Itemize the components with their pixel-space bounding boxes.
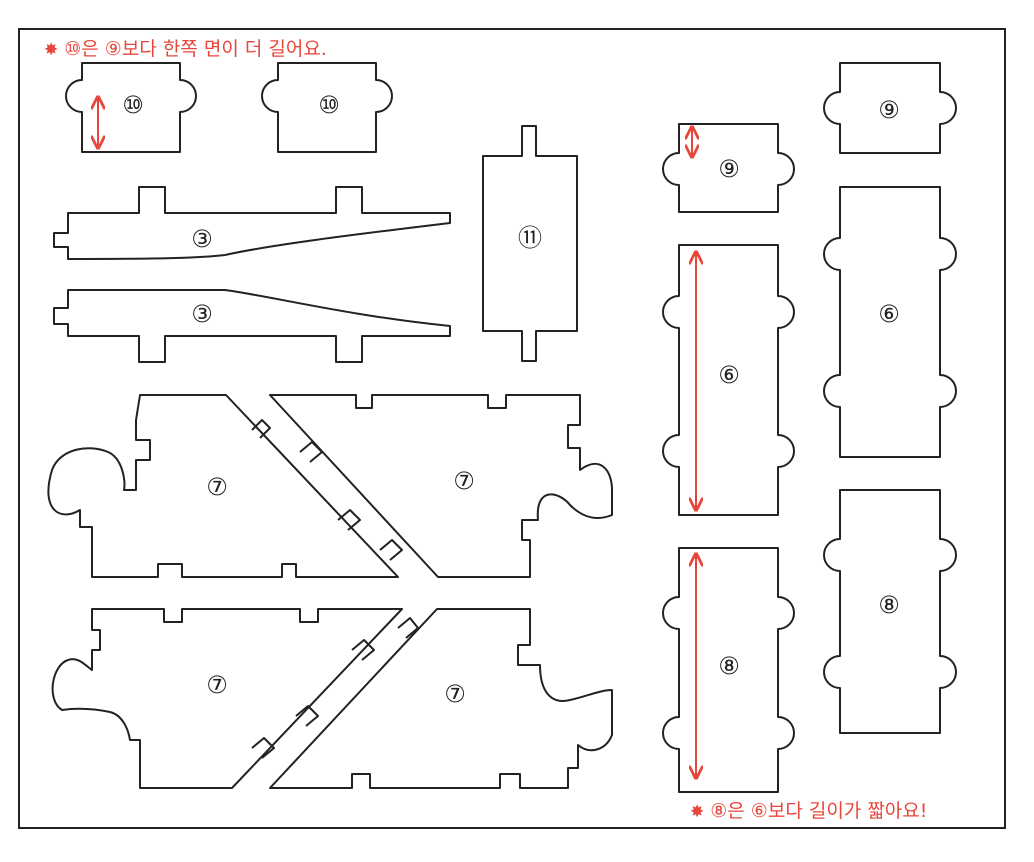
note-bottom: ✸⑧은 ⑥보다 길이가 짧아요! — [690, 796, 927, 823]
note-top-text: ⑩은 ⑨보다 한쪽 면이 더 길어요. — [64, 38, 327, 60]
label-piece-3-top: ③ — [191, 225, 213, 253]
label-piece-7-top-left: ⑦ — [206, 473, 228, 501]
label-piece-10-right: ⑩ — [318, 91, 340, 119]
piece-7-top-left[interactable] — [47, 394, 399, 578]
piece-7-bottom-left[interactable] — [51, 608, 403, 789]
piece-6-right[interactable] — [823, 186, 957, 458]
label-piece-7-top-right: ⑦ — [453, 467, 475, 495]
sheet-border — [18, 28, 1006, 829]
diagonal-tabs-bottom — [251, 617, 419, 759]
label-piece-6-left: ⑥ — [718, 361, 740, 389]
piece-10-left[interactable] — [65, 62, 197, 153]
star-burst-icon: ✸ — [44, 40, 59, 60]
label-piece-3-bottom: ③ — [191, 300, 213, 328]
piece-8-left[interactable] — [662, 547, 795, 793]
label-piece-10-left: ⑩ — [122, 91, 144, 119]
piece-7-bottom-right[interactable] — [269, 608, 613, 789]
piece-6-left[interactable] — [662, 244, 795, 516]
piece-9-small[interactable] — [662, 123, 795, 213]
label-piece-9-large: ⑨ — [878, 96, 900, 124]
label-piece-7-bottom-left: ⑦ — [206, 671, 228, 699]
label-piece-8-left: ⑧ — [718, 652, 740, 680]
star-burst-icon: ✸ — [690, 802, 705, 822]
label-piece-9-small: ⑨ — [718, 155, 740, 183]
piece-3-bottom[interactable] — [53, 289, 451, 363]
piece-11[interactable] — [482, 125, 578, 362]
piece-10-right[interactable] — [261, 62, 393, 153]
note-bottom-text: ⑧은 ⑥보다 길이가 짧아요! — [710, 800, 928, 822]
label-piece-11: ⑪ — [518, 224, 542, 252]
piece-9-large[interactable] — [823, 62, 957, 154]
piece-3-top[interactable] — [53, 186, 451, 260]
label-piece-7-bottom-right: ⑦ — [444, 680, 466, 708]
label-piece-6-right: ⑥ — [878, 300, 900, 328]
diagonal-tabs-top — [251, 419, 403, 561]
label-piece-8-right: ⑧ — [878, 591, 900, 619]
piece-7-top-right[interactable] — [269, 394, 613, 578]
piece-8-right[interactable] — [823, 489, 957, 734]
note-top: ✸⑩은 ⑨보다 한쪽 면이 더 길어요. — [44, 34, 327, 61]
